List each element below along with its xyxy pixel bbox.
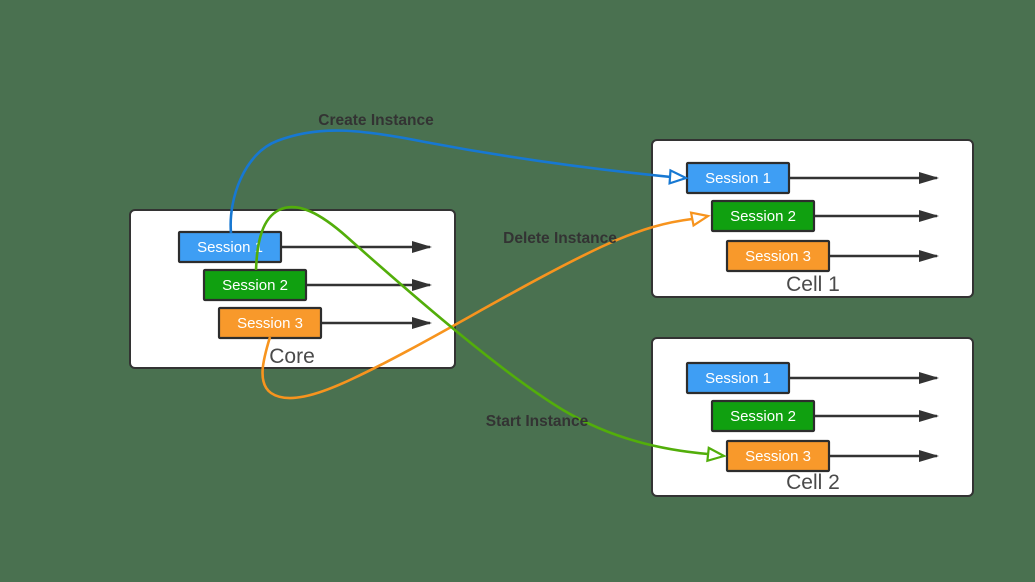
cell2-session3-box [725,439,831,473]
flow-start-instance: Start Instance [254,205,727,463]
start-instance-curve [254,205,709,456]
cell2-session1-label: Session 1 [705,370,771,387]
start-instance-label: Start Instance [486,413,589,430]
cell1-container: Session 1 Session 2 Session 3 Cell 1 [651,139,974,298]
core-session1-label: Session 1 [197,239,263,256]
cell1-session3-label: Session 3 [745,248,811,265]
hollow-arrowhead [668,168,689,185]
hollow-arrowhead [689,211,711,228]
cell1-session3-box [725,239,831,273]
cell1-session2-box [710,199,816,233]
core-title: Core [269,345,315,368]
delete-instance-arrowhead-icon [689,211,711,228]
cell2-container: Session 1 Session 2 Session 3 Cell 2 [651,337,974,497]
cell2-title: Cell 2 [786,471,840,494]
cell1-session2-label: Session 2 [730,208,796,225]
hollow-arrowhead [706,446,727,463]
delete-instance-curve [261,217,693,400]
cell2-session1-box [685,361,791,395]
cell2-session2-box [710,399,816,433]
flow-create-instance: Create Instance [229,112,689,234]
cell1-title: Cell 1 [786,273,840,296]
cell2-session3-label: Session 3 [745,448,811,465]
core-session3-label: Session 3 [237,315,303,332]
delete-instance-label: Delete Instance [503,230,617,247]
core-session2-label: Session 2 [222,277,288,294]
create-instance-label: Create Instance [318,112,434,129]
cell2-session2-label: Session 2 [730,408,796,425]
start-instance-arrowhead-icon [706,446,727,463]
create-instance-arrowhead-icon [668,168,689,185]
core-container: Session 1 Session 2 Session 3 Core [129,209,456,369]
flow-delete-instance: Delete Instance [261,211,711,400]
create-instance-curve [229,129,672,234]
core-session2-box [202,268,308,302]
cell1-session1-label: Session 1 [705,170,771,187]
